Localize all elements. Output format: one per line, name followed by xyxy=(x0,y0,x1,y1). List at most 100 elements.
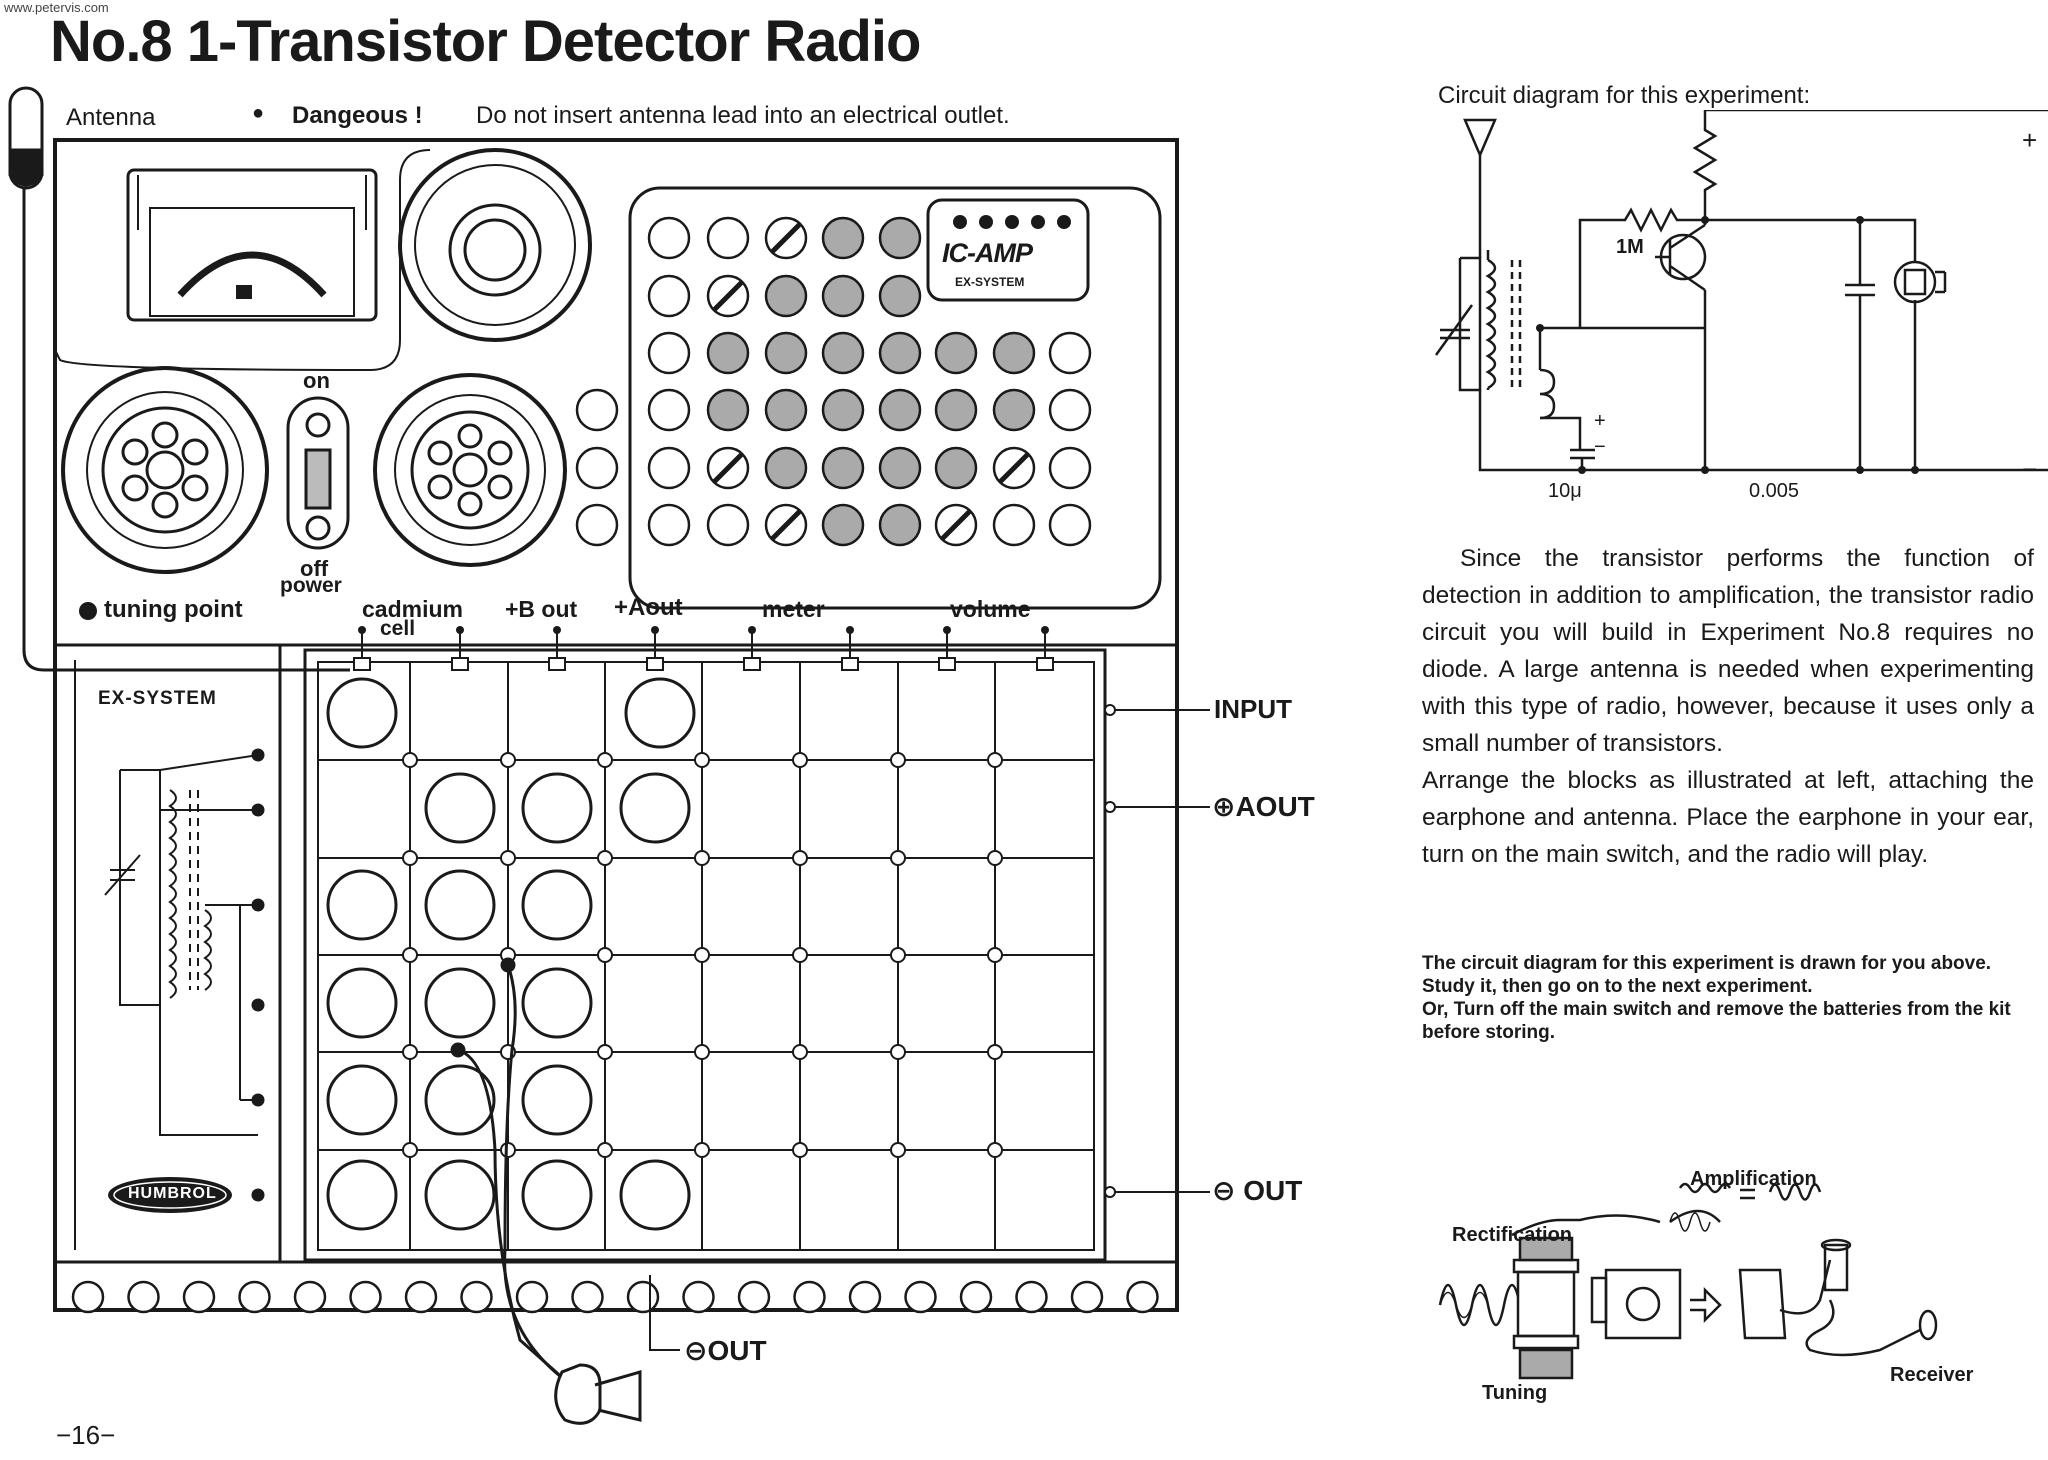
socket[interactable] xyxy=(934,331,978,375)
capacitor-block[interactable] xyxy=(424,1064,496,1136)
bottom-terminal[interactable] xyxy=(238,1280,271,1314)
socket[interactable] xyxy=(821,216,865,260)
socket[interactable] xyxy=(1048,331,1092,375)
grid-node xyxy=(890,850,906,866)
bottom-terminal[interactable] xyxy=(737,1280,771,1314)
socket[interactable] xyxy=(706,216,750,260)
terminal-post[interactable] xyxy=(353,657,371,671)
bottom-terminal[interactable] xyxy=(349,1280,382,1314)
socket[interactable] xyxy=(764,446,808,490)
socket[interactable] xyxy=(706,331,750,375)
resistor-block[interactable] xyxy=(521,869,593,941)
capacitor-block[interactable] xyxy=(521,967,593,1039)
cross-block[interactable] xyxy=(624,677,696,749)
volume-knob[interactable] xyxy=(373,373,567,567)
socket[interactable] xyxy=(821,503,865,547)
resistor-block[interactable] xyxy=(521,1064,593,1136)
bottom-terminal[interactable] xyxy=(404,1280,438,1314)
socket[interactable] xyxy=(647,503,691,547)
bottom-terminal[interactable] xyxy=(182,1280,216,1314)
out-right-label: ⊖ OUT xyxy=(1212,1175,1303,1206)
socket[interactable] xyxy=(821,388,865,432)
capacitor-block[interactable] xyxy=(326,1159,398,1231)
terminal-post[interactable] xyxy=(548,657,566,671)
circuit-diagram xyxy=(1434,110,2048,474)
socket[interactable] xyxy=(764,388,808,432)
bottom-terminal[interactable] xyxy=(1070,1280,1104,1314)
terminal-post[interactable] xyxy=(841,657,859,671)
socket[interactable] xyxy=(992,331,1036,375)
socket[interactable] xyxy=(706,503,750,547)
tuning-point-dot xyxy=(79,602,97,620)
bottom-terminal[interactable] xyxy=(904,1280,937,1314)
socket[interactable] xyxy=(934,446,978,490)
tuning-dial[interactable] xyxy=(61,366,269,574)
terminal-post[interactable] xyxy=(1036,657,1054,671)
meter-block[interactable] xyxy=(521,772,593,844)
bottom-terminal[interactable] xyxy=(1126,1280,1159,1314)
socket[interactable] xyxy=(992,503,1036,547)
bottom-terminal[interactable] xyxy=(793,1280,826,1314)
socket[interactable] xyxy=(764,274,808,318)
diode-block[interactable] xyxy=(326,869,398,941)
socket[interactable] xyxy=(647,388,691,432)
socket[interactable] xyxy=(878,331,922,375)
warning-message: Do not insert antenna lead into an elect… xyxy=(476,102,1010,129)
socket[interactable] xyxy=(575,446,619,490)
socket[interactable] xyxy=(575,388,619,432)
capacitor-block[interactable] xyxy=(326,677,398,749)
switch-block[interactable] xyxy=(424,869,496,941)
grid-node xyxy=(694,752,710,768)
socket[interactable] xyxy=(647,446,691,490)
socket[interactable] xyxy=(1048,446,1092,490)
bottom-terminal[interactable] xyxy=(127,1280,160,1314)
circuit-cap-plus: + xyxy=(1594,410,1606,432)
socket[interactable] xyxy=(821,331,865,375)
socket[interactable] xyxy=(934,388,978,432)
socket[interactable] xyxy=(575,503,619,547)
bottom-terminal[interactable] xyxy=(682,1280,715,1314)
socket[interactable] xyxy=(878,446,922,490)
switch-block[interactable] xyxy=(326,1064,398,1136)
socket[interactable] xyxy=(1048,388,1092,432)
socket[interactable] xyxy=(878,216,922,260)
socket[interactable] xyxy=(647,216,691,260)
bottom-terminal[interactable] xyxy=(71,1280,105,1314)
circuit-plus: + xyxy=(2022,125,2038,155)
socket[interactable] xyxy=(647,331,691,375)
wire-block[interactable] xyxy=(424,1159,496,1231)
switch-power-label: power xyxy=(280,574,342,597)
grid-node xyxy=(597,1142,613,1158)
bottom-terminal[interactable] xyxy=(626,1280,660,1314)
socket[interactable] xyxy=(821,446,865,490)
wire-block[interactable] xyxy=(521,1159,593,1231)
socket[interactable] xyxy=(764,331,808,375)
bottom-terminal[interactable] xyxy=(460,1280,493,1314)
bottom-terminal[interactable] xyxy=(515,1280,549,1314)
transistor-block[interactable] xyxy=(424,967,496,1039)
terminal-post[interactable] xyxy=(743,657,761,671)
capacitor-block[interactable] xyxy=(619,1159,691,1231)
terminal-post[interactable] xyxy=(938,657,956,671)
bottom-terminal[interactable] xyxy=(1015,1280,1048,1314)
socket[interactable] xyxy=(992,388,1036,432)
bottom-terminal[interactable] xyxy=(571,1280,604,1314)
resistor-block[interactable] xyxy=(424,772,496,844)
earphone-symbol xyxy=(1893,260,1937,304)
socket[interactable] xyxy=(878,503,922,547)
resistor-block[interactable] xyxy=(619,772,691,844)
socket[interactable] xyxy=(878,274,922,318)
bottom-terminal[interactable] xyxy=(293,1280,327,1314)
socket[interactable] xyxy=(821,274,865,318)
terminal-post[interactable] xyxy=(646,657,664,671)
bottom-terminal[interactable] xyxy=(959,1280,993,1314)
terminal-post[interactable] xyxy=(451,657,469,671)
power-switch[interactable] xyxy=(286,396,350,550)
socket[interactable] xyxy=(706,388,750,432)
wire-block[interactable] xyxy=(326,967,398,1039)
socket[interactable] xyxy=(1048,503,1092,547)
socket[interactable] xyxy=(647,274,691,318)
input-label: INPUT xyxy=(1214,694,1292,724)
bottom-terminal[interactable] xyxy=(848,1280,882,1314)
socket[interactable] xyxy=(878,388,922,432)
